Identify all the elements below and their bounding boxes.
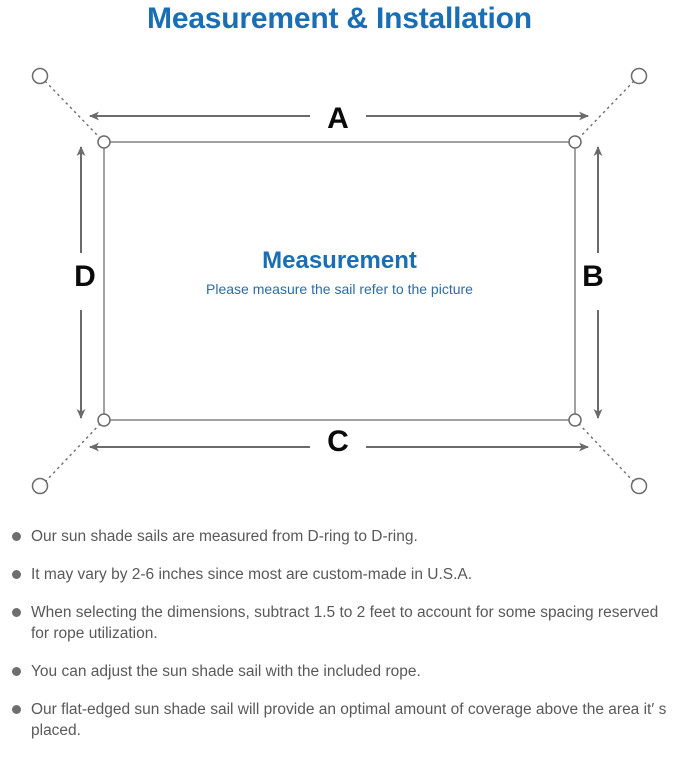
d-ring-bottom-right (568, 413, 582, 427)
dimension-label-b: B (576, 260, 610, 294)
bullet-icon (12, 608, 21, 617)
note-text: Our flat-edged sun shade sail will provi… (31, 701, 667, 739)
rope-top-left (44, 80, 101, 139)
anchor-point-top-left (31, 67, 49, 85)
anchor-point-top-right (630, 67, 648, 85)
bullet-icon (12, 705, 21, 714)
bullet-icon (12, 570, 21, 579)
rope-bottom-left (44, 423, 101, 483)
list-item: It may vary by 2-6 inches since most are… (0, 564, 679, 585)
d-ring-bottom-left (97, 413, 111, 427)
d-ring-top-left (97, 135, 111, 149)
note-text: You can adjust the sun shade sail with t… (31, 663, 421, 680)
note-text: When selecting the dimensions, subtract … (31, 604, 659, 642)
sail-outline (103, 141, 576, 421)
anchor-point-bottom-right (630, 477, 648, 495)
rope-bottom-right (578, 423, 635, 483)
diagram-center-subtitle: Please measure the sail refer to the pic… (206, 281, 473, 297)
diagram-canvas (31, 67, 648, 495)
measurement-diagram: Measurement Please measure the sail refe… (0, 48, 679, 518)
list-item: Our sun shade sails are measured from D-… (0, 526, 679, 547)
list-item: When selecting the dimensions, subtract … (0, 602, 679, 644)
list-item: You can adjust the sun shade sail with t… (0, 661, 679, 682)
note-text: It may vary by 2-6 inches since most are… (31, 566, 473, 583)
dimension-label-a: A (318, 102, 358, 136)
notes-list: Our sun shade sails are measured from D-… (0, 526, 679, 758)
list-item: Our flat-edged sun shade sail will provi… (0, 699, 679, 741)
dimension-label-c: C (318, 425, 358, 459)
bullet-icon (12, 667, 21, 676)
diagram-center-title: Measurement (262, 247, 417, 274)
anchor-point-bottom-left (31, 477, 49, 495)
note-text: Our sun shade sails are measured from D-… (31, 528, 418, 545)
page-title: Measurement & Installation (147, 2, 532, 35)
rope-top-right (578, 80, 635, 139)
bullet-icon (12, 532, 21, 541)
dimension-label-d: D (68, 260, 102, 294)
d-ring-top-right (568, 135, 582, 149)
